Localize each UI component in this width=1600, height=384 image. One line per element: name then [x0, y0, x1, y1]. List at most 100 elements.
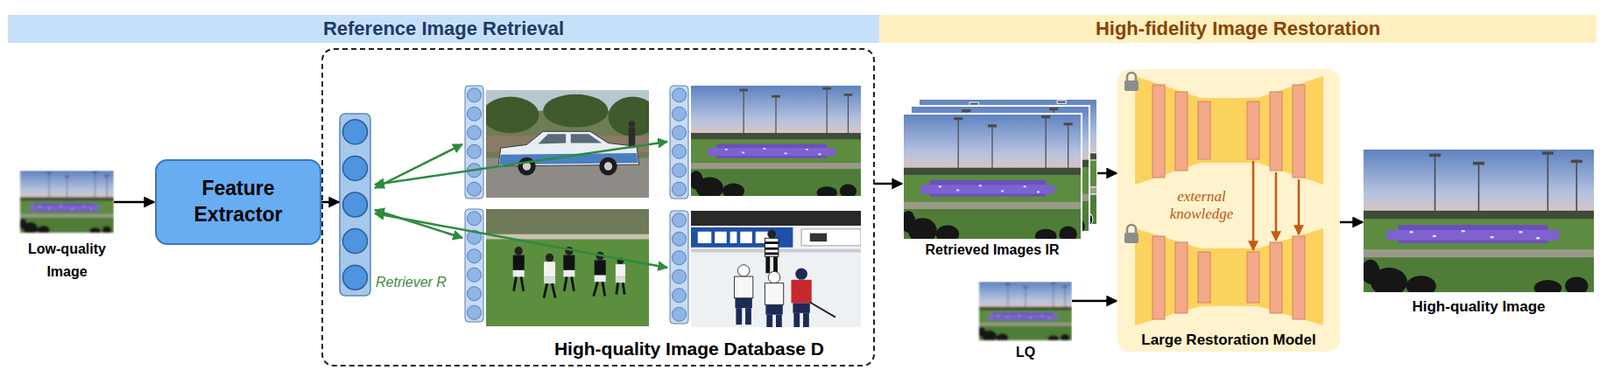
- model-drawing: [1152, 84, 1305, 320]
- model-drawing: [1292, 236, 1305, 320]
- image-node: Low-quality Image: [20, 170, 114, 281]
- database-images: [481, 90, 657, 198]
- database-vectors: [467, 267, 482, 282]
- query-vector-drawing: [339, 113, 371, 297]
- image-node: High-quality Image: [1363, 149, 1594, 321]
- model-drawing: [1134, 228, 1324, 326]
- database-images: [481, 85, 861, 331]
- database-box: High-quality Image Database D Retriever R: [321, 48, 875, 367]
- database-vectors: [467, 305, 482, 320]
- section-band: Reference Image Retrieval: [7, 14, 880, 43]
- retrieved-image-stack: [901, 98, 1098, 244]
- retrieval-arrows: [374, 210, 463, 239]
- query-vector-drawing: [343, 192, 368, 218]
- database-vectors: [467, 106, 482, 121]
- database-vectors: [672, 251, 687, 266]
- model-drawing: [1152, 84, 1165, 178]
- model-drawing: [1253, 161, 1299, 251]
- database-images: [690, 211, 861, 331]
- model-drawing: [1117, 69, 1340, 353]
- flow-arrow: [1097, 172, 1117, 176]
- box-label: Large Restoration Model: [1117, 331, 1340, 350]
- database-vectors: [672, 106, 687, 121]
- output-image: [1360, 149, 1594, 297]
- section-band: High-fidelity Image Restoration: [879, 14, 1597, 43]
- model-drawing: [1127, 225, 1136, 233]
- database-images: [486, 209, 649, 327]
- model-drawing: [1124, 232, 1139, 244]
- model-drawing: [1275, 172, 1278, 241]
- retrieved-image-stack: [902, 113, 1082, 240]
- flow-note: external knowledge: [1159, 188, 1244, 223]
- model-drawing: [1247, 252, 1260, 304]
- lq-image: [978, 281, 1072, 343]
- model-drawing: [1127, 72, 1136, 81]
- query-vector-drawing: [343, 265, 368, 290]
- database-vectors: [669, 211, 689, 325]
- retrieval-arrows: [374, 144, 463, 189]
- query-vector-drawing: [339, 113, 371, 297]
- retrieval-arrows: [374, 213, 668, 268]
- model-drawing: [1297, 179, 1301, 235]
- input-image: [19, 170, 114, 235]
- query-vector: Retriever R: [339, 113, 371, 297]
- model-drawing: [1117, 69, 1340, 353]
- model-drawing: [1175, 91, 1188, 171]
- model-drawing: [1198, 101, 1211, 160]
- query-vector-drawing: [343, 229, 368, 254]
- database-vectors: [467, 287, 482, 302]
- database-vectors: [669, 85, 689, 199]
- database-vectors: [672, 88, 687, 103]
- output-image: [1360, 149, 1594, 297]
- model-drawing: [1175, 242, 1188, 314]
- database-vectors: [467, 182, 482, 197]
- model-drawing: [1127, 72, 1136, 233]
- image-node: LQ: [979, 281, 1072, 366]
- model-drawing: [1252, 161, 1255, 251]
- model-drawing: [1124, 80, 1139, 244]
- model-drawing: [1134, 76, 1324, 185]
- model-drawing: [1124, 80, 1139, 92]
- flow-arrow: [1339, 221, 1363, 225]
- input-image: [19, 170, 114, 235]
- database-images: [689, 85, 861, 200]
- band-title: High-fidelity Image Restoration: [1095, 17, 1381, 41]
- retrieved-image-stack: [901, 113, 1082, 244]
- database-vectors: [465, 209, 484, 323]
- database-vectors: [465, 85, 484, 199]
- database-vectors: [672, 213, 687, 228]
- box-label: High-quality Image Database D: [554, 338, 825, 360]
- image-label: LQ: [979, 345, 1072, 361]
- retrieval-arrows: [374, 141, 668, 268]
- database-vectors: [672, 163, 687, 178]
- flow-arrow: [113, 201, 155, 205]
- image-label: High-quality Image: [1363, 298, 1594, 317]
- image-node: Retrieved Images IR: [902, 98, 1098, 266]
- flow-arrow: [874, 183, 903, 186]
- band-title: Reference Image Retrieval: [323, 17, 564, 41]
- model-panel: external knowledgeLarge Restoration Mode…: [1117, 69, 1340, 353]
- process-box: Feature Extractor: [155, 159, 322, 246]
- model-drawing: [1152, 236, 1165, 320]
- database-vectors: [672, 307, 687, 322]
- database-vectors: [672, 126, 687, 141]
- database-vectors: [467, 249, 482, 264]
- image-label: Low-quality Image: [11, 238, 123, 283]
- flow-arrow: [321, 201, 339, 205]
- retrieval-arrows: [374, 141, 668, 185]
- database-vectors: [672, 269, 687, 284]
- lq-image: [978, 281, 1072, 343]
- model-drawing: [1269, 91, 1283, 171]
- database-vectors: [467, 144, 482, 159]
- box-label: Feature Extractor: [156, 176, 320, 229]
- flow-arrow: [1071, 300, 1117, 304]
- model-drawing: [1269, 242, 1283, 314]
- query-vector-drawing: [343, 155, 368, 181]
- model-drawing: [1198, 252, 1211, 304]
- database-vectors: [467, 88, 482, 103]
- retriever-label: Retriever R: [375, 274, 447, 291]
- database-vectors: [467, 211, 482, 226]
- database-vectors: [672, 232, 687, 247]
- database-vectors: [672, 288, 687, 304]
